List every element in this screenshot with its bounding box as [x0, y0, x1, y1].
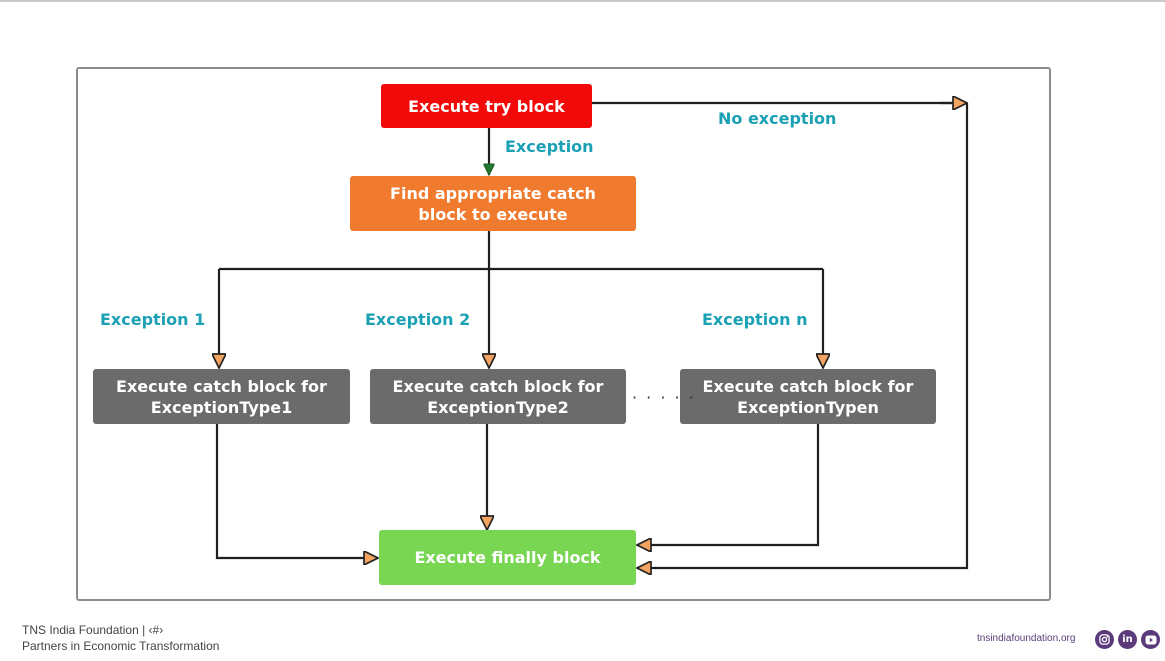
node-catch-exception-1: Execute catch block for ExceptionType1: [93, 369, 350, 424]
node-find-catch: Find appropriate catch block to execute: [350, 176, 636, 231]
diagram-frame: [76, 67, 1051, 601]
node-catch-exception-2: Execute catch block for ExceptionType2: [370, 369, 626, 424]
footer-organization: TNS India Foundation | ‹#›: [22, 623, 164, 637]
footer-tagline: Partners in Economic Transformation: [22, 639, 220, 653]
label-exception-2: Exception 2: [365, 310, 471, 329]
node-execute-try: Execute try block: [381, 84, 592, 128]
footer-website-link[interactable]: tnsindiafoundation.org: [977, 633, 1076, 644]
label-exception: Exception: [505, 137, 594, 156]
label-exception-1: Exception 1: [100, 310, 206, 329]
node-execute-finally: Execute finally block: [379, 530, 636, 585]
label-exception-n: Exception n: [702, 310, 808, 329]
instagram-icon[interactable]: [1095, 630, 1114, 649]
edge-catch1-finally: [215, 424, 378, 558]
ellipsis: · · · · ·: [632, 388, 696, 407]
edge-catchn-finally: [637, 424, 820, 545]
node-catch-exception-n: Execute catch block for ExceptionTypen: [680, 369, 936, 424]
top-divider: [0, 0, 1165, 2]
edge-bypass-finally: [637, 103, 969, 568]
label-no-exception: No exception: [718, 109, 837, 128]
linkedin-icon[interactable]: in: [1118, 630, 1137, 649]
youtube-icon[interactable]: [1141, 630, 1160, 649]
